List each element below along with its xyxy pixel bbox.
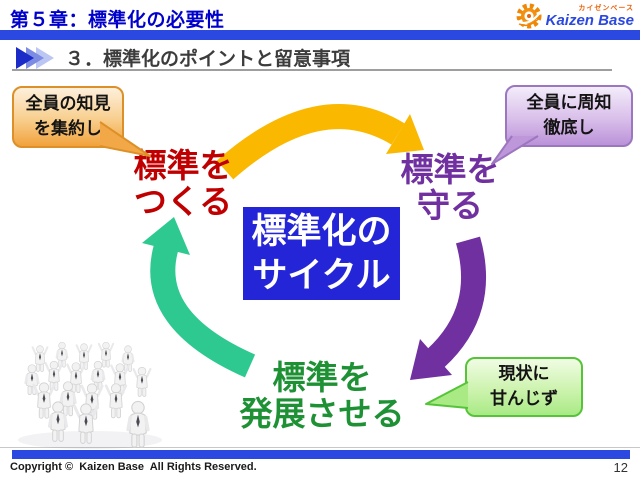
cycle-title-line2: サイクル bbox=[252, 255, 391, 295]
logo-name-text: Kaizen Base bbox=[545, 11, 634, 29]
callout-status-line2: 甘んじず bbox=[490, 389, 558, 408]
step-create-standards: 標準を つくる bbox=[108, 148, 258, 219]
step-keep-standards: 標準を 守る bbox=[385, 152, 515, 223]
callout-gather-line2: を集約し bbox=[34, 119, 102, 138]
section-title: ３．標準化のポイントと留意事項 bbox=[65, 49, 351, 70]
logo-katakana-text: カイゼンベース bbox=[578, 4, 634, 12]
step-create-line1: 標準を bbox=[133, 147, 233, 184]
callout-inform-everyone: 全員に周知 徹底し bbox=[505, 85, 633, 147]
triple-chevron-icon bbox=[16, 46, 54, 69]
callout-status-quo: 現状に 甘んじず bbox=[465, 357, 583, 417]
header-divider-bar bbox=[0, 30, 640, 40]
cycle-title-box: 標準化の サイクル bbox=[243, 207, 400, 300]
gear-icon bbox=[516, 3, 543, 29]
callout-inform-line2: 徹底し bbox=[543, 118, 595, 137]
section-underline bbox=[12, 69, 612, 71]
section-header: ３．標準化のポイントと留意事項 bbox=[16, 44, 350, 71]
step-develop-line1: 標準を bbox=[272, 359, 372, 396]
footer-divider-bar bbox=[12, 450, 630, 459]
callout-gather-line1: 全員の知見 bbox=[25, 94, 111, 114]
step-keep-line2: 守る bbox=[417, 186, 483, 224]
crowd-of-people-illustration bbox=[18, 341, 162, 449]
footer-thin-line bbox=[0, 447, 640, 448]
step-develop-line2: 発展させる bbox=[239, 394, 405, 432]
callout-gather-knowledge: 全員の知見 を集約し bbox=[12, 86, 124, 148]
copyright-text: Copyright © Kaizen Base All Rights Reser… bbox=[10, 461, 257, 473]
callout-inform-line1: 全員に周知 bbox=[526, 93, 612, 113]
arrow-right-purple bbox=[410, 236, 486, 380]
step-develop-standards: 標準を 発展させる bbox=[222, 360, 422, 431]
page-number: 12 bbox=[613, 460, 628, 475]
callout-status-line1: 現状に bbox=[498, 364, 550, 384]
kaizen-base-logo: カイゼンベース Kaizen Base bbox=[515, 2, 634, 30]
step-keep-line1: 標準を bbox=[400, 151, 500, 188]
cycle-title-line1: 標準化の bbox=[251, 211, 392, 251]
step-create-line2: つくる bbox=[133, 182, 233, 220]
chapter-title: 第５章：標準化の必要性 bbox=[10, 10, 225, 31]
